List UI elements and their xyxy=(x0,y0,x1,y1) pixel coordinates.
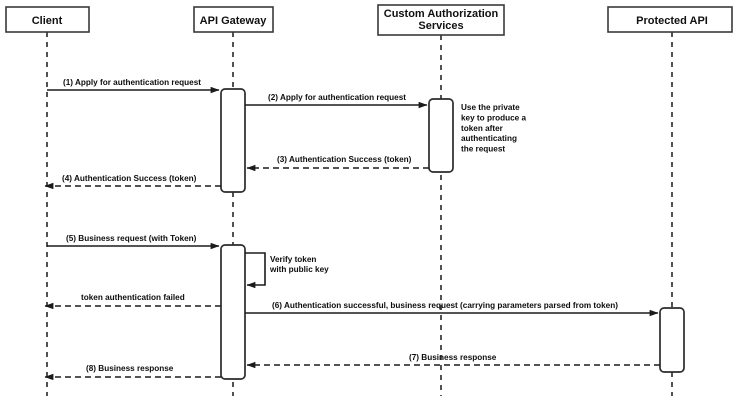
message-label-token-auth-failed: token authentication failed xyxy=(81,293,185,302)
message-5[interactable]: (5) Business request (with Token) xyxy=(47,234,220,250)
message-label-1: (1) Apply for authentication request xyxy=(63,78,201,87)
participant-label-gateway: API Gateway xyxy=(200,15,268,27)
activation-box-act-gateway-biz xyxy=(220,244,246,380)
participant-box-protapi[interactable] xyxy=(607,6,733,33)
messages-group: (1) Apply for authentication request (2) … xyxy=(44,78,660,381)
message-label-5: (5) Business request (with Token) xyxy=(66,234,197,243)
self-message-label-line2: with public key xyxy=(269,265,329,274)
lifeline-protapi[interactable]: Protected API xyxy=(607,6,733,396)
message-8[interactable]: (8) Business response xyxy=(44,364,221,381)
lifeline-gateway[interactable]: API Gateway xyxy=(193,6,274,396)
message-1[interactable]: (1) Apply for authentication request xyxy=(47,78,220,94)
message-label-6: (6) Authentication successful, business … xyxy=(272,301,618,310)
self-message-label-line1: Verify token xyxy=(270,255,316,264)
activations-group xyxy=(220,88,685,380)
self-message-arrow-verify-token xyxy=(245,252,266,289)
message-3[interactable]: (3) Authentication Success (token) xyxy=(246,155,429,172)
participant-box-gateway[interactable] xyxy=(193,6,274,33)
message-label-8: (8) Business response xyxy=(86,364,174,373)
message-6[interactable]: (6) Authentication successful, business … xyxy=(245,301,659,317)
message-4[interactable]: (4) Authentication Success (token) xyxy=(44,174,221,190)
message-label-3: (3) Authentication Success (token) xyxy=(277,155,412,164)
message-label-7: (7) Business response xyxy=(409,353,497,362)
participant-box-client[interactable] xyxy=(5,6,90,33)
message-2[interactable]: (2) Apply for authentication request xyxy=(245,93,428,109)
lifeline-client[interactable]: Client xyxy=(5,6,90,396)
message-token-auth-failed[interactable]: token authentication failed xyxy=(44,293,221,310)
message-label-4: (4) Authentication Success (token) xyxy=(62,174,197,183)
participant-label-client: Client xyxy=(32,15,63,27)
activation-box-act-protapi xyxy=(659,307,685,373)
participant-label-protapi: Protected API xyxy=(636,15,708,27)
participant-box-authsvc[interactable] xyxy=(377,4,505,36)
activation-box-act-gateway-auth xyxy=(220,88,246,193)
message-7[interactable]: (7) Business response xyxy=(246,353,660,369)
activation-box-act-authsvc xyxy=(428,98,454,173)
message-label-2: (2) Apply for authentication request xyxy=(268,93,406,102)
